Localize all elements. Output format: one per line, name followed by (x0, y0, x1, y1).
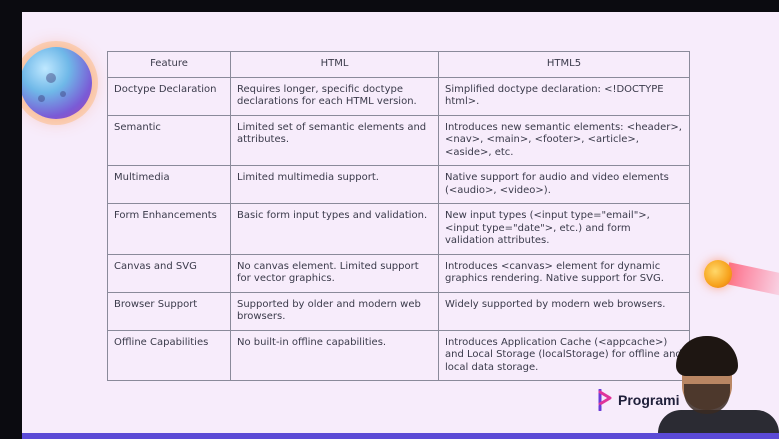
feature-cell: Canvas and SVG (107, 253, 231, 293)
html5-cell: Native support for audio and video eleme… (438, 165, 690, 204)
table-row: Multimedia Limited multimedia support. N… (107, 165, 690, 204)
header-html5: HTML5 (438, 51, 690, 78)
presenter-webcam (658, 330, 779, 433)
feature-cell: Doctype Declaration (107, 76, 231, 116)
html-cell: No built-in offline capabilities. (230, 329, 439, 381)
slide: Feature HTML HTML5 Doctype Declaration R… (22, 12, 779, 433)
table-row: Doctype Declaration Requires longer, spe… (107, 76, 690, 116)
feature-cell: Browser Support (107, 291, 231, 331)
planet-illustration (22, 47, 92, 119)
html-cell: Basic form input types and validation. (230, 203, 439, 255)
table-row: Semantic Limited set of semantic element… (107, 114, 690, 166)
html-cell: Limited set of semantic elements and att… (230, 114, 439, 166)
bottom-progress-bar (22, 433, 779, 439)
comet-tail-illustration (724, 262, 779, 299)
html5-cell: Simplified doctype declaration: <!DOCTYP… (438, 76, 690, 116)
html-cell: No canvas element. Limited support for v… (230, 253, 439, 293)
html5-cell: Introduces <canvas> element for dynamic … (438, 253, 690, 293)
logo-text: Programi (618, 392, 680, 408)
feature-cell: Semantic (107, 114, 231, 166)
table-row: Browser Support Supported by older and m… (107, 291, 690, 331)
comet-illustration (704, 260, 732, 288)
brand-logo: Programi (598, 387, 679, 413)
html5-cell: Introduces new semantic elements: <heade… (438, 114, 690, 166)
html-cell: Limited multimedia support. (230, 165, 439, 204)
header-feature: Feature (107, 51, 231, 78)
comparison-table: Feature HTML HTML5 Doctype Declaration R… (107, 51, 690, 381)
feature-cell: Offline Capabilities (107, 329, 231, 381)
html5-cell: Widely supported by modern web browsers. (438, 291, 690, 331)
feature-cell: Form Enhancements (107, 203, 231, 255)
html5-cell: New input types (<input type="email">, <… (438, 203, 690, 255)
table-row: Canvas and SVG No canvas element. Limite… (107, 253, 690, 293)
table-row: Offline Capabilities No built-in offline… (107, 329, 690, 381)
html-cell: Supported by older and modern web browse… (230, 291, 439, 331)
feature-cell: Multimedia (107, 165, 231, 204)
play-logo-icon (598, 388, 612, 412)
header-html: HTML (230, 51, 439, 78)
html5-cell: Introduces Application Cache (<appcache>… (438, 329, 690, 381)
table-row: Form Enhancements Basic form input types… (107, 203, 690, 255)
html-cell: Requires longer, specific doctype declar… (230, 76, 439, 116)
table-header-row: Feature HTML HTML5 (107, 51, 690, 78)
